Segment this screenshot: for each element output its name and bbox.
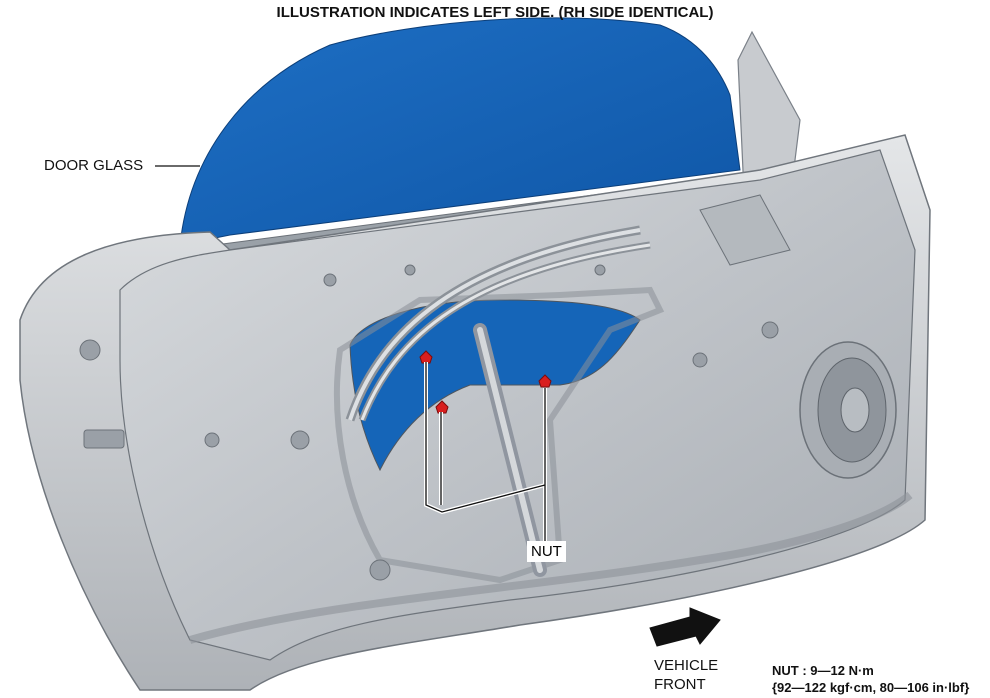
nut-markers xyxy=(419,350,552,414)
regulator-frame xyxy=(333,286,665,584)
torque-spec-line2: {92—122 kgf·cm, 80—106 in·lbf} xyxy=(772,680,970,695)
nut-marker-right xyxy=(538,374,552,388)
nut-label: NUT xyxy=(527,541,566,562)
panel-holes xyxy=(79,264,779,581)
torque-spec: NUT : 9—12 N·m {92—122 kgf·cm, 80—106 in… xyxy=(772,662,969,696)
nut-marker-middle xyxy=(435,400,449,414)
vehicle-front-label: VEHICLE FRONT xyxy=(654,656,718,694)
door-glass xyxy=(179,17,741,246)
torque-spec-line1: NUT : 9—12 N·m xyxy=(772,663,874,678)
nut-marker-upper xyxy=(419,350,433,364)
door-seal xyxy=(188,491,913,644)
inner-handle xyxy=(699,194,791,266)
vehicle-front-line1: VEHICLE xyxy=(654,657,719,674)
nut-leaders xyxy=(424,362,547,545)
vehicle-front-arrow xyxy=(649,607,721,647)
door-inner-panel xyxy=(119,149,916,661)
door-glass-label: DOOR GLASS xyxy=(44,157,144,174)
diagram-title: ILLUSTRATION INDICATES LEFT SIDE. (RH SI… xyxy=(276,4,714,21)
vehicle-front-line2: FRONT xyxy=(654,676,706,693)
